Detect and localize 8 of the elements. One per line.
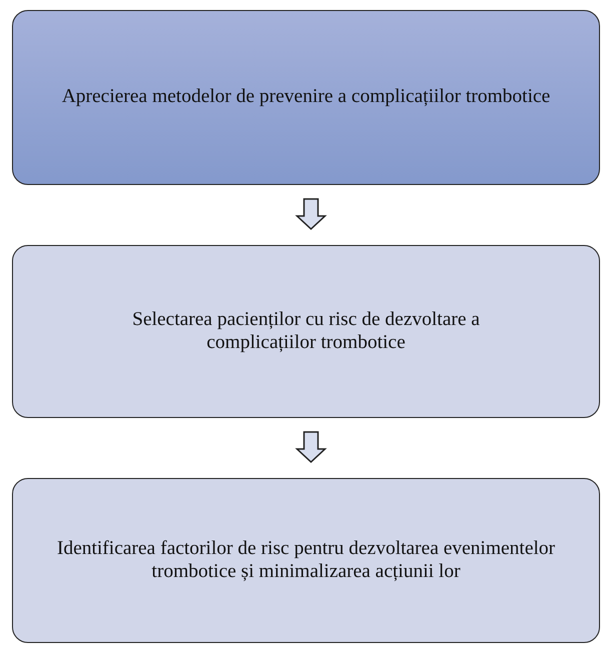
process-box: [12, 478, 600, 643]
process-box: [12, 245, 600, 418]
step-text: Aprecierea metodelor de prevenire a complicațiilor trombotice: [62, 86, 550, 109]
process-box: [12, 10, 600, 185]
down-arrow: [295, 198, 327, 230]
step-text: Selectarea pacienților cu risc de dezvoltare a complicațiilor trombotice: [131, 309, 481, 354]
step-text: Identificarea factorilor de risc pentru dezvoltarea evenimentelor trombotice și minimalizarea acțiunii lor: [56, 538, 556, 583]
down-arrow: [295, 431, 327, 464]
